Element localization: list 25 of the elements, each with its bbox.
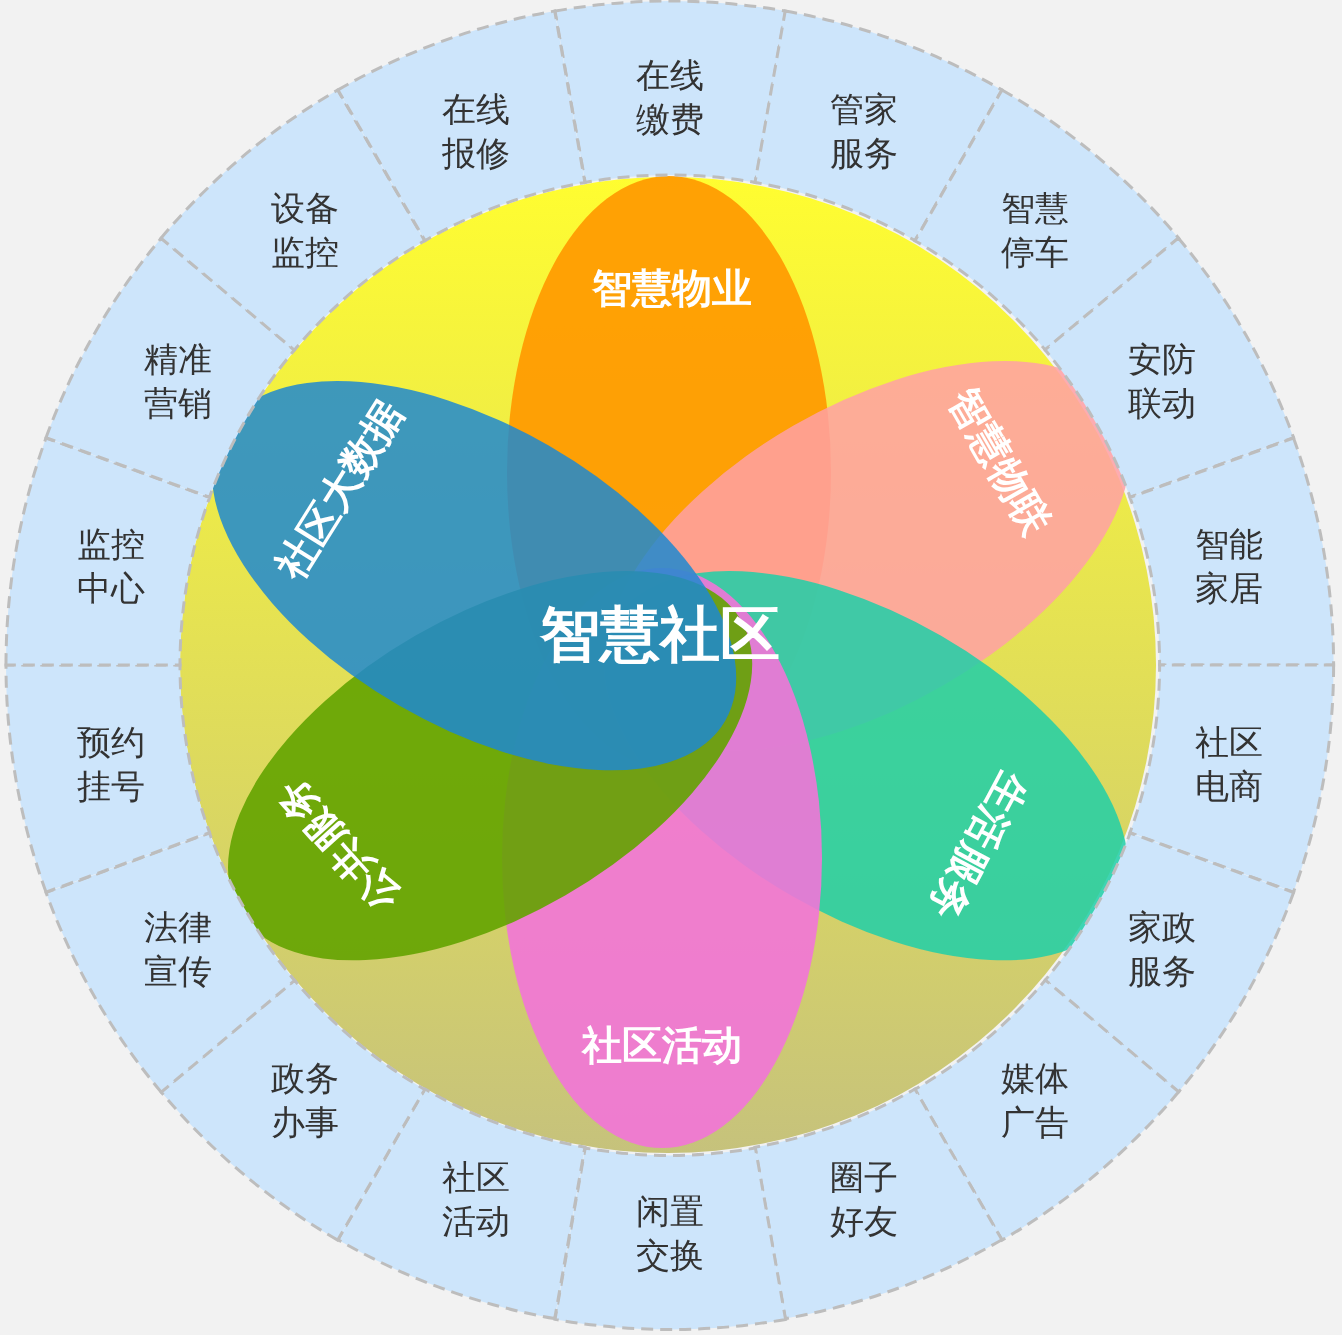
petal-label: 生活服务 xyxy=(919,763,1038,930)
center-title: 智慧社区 xyxy=(540,597,780,671)
segment-label: 在线缴费 xyxy=(635,54,705,141)
petal-label: 社区大数据 xyxy=(266,391,414,589)
segment-label: 管家服务 xyxy=(829,88,900,176)
petal-label: 智慧物业 xyxy=(592,263,752,313)
petal-label: 智慧物联 xyxy=(939,379,1062,545)
segment-label: 智能家居 xyxy=(1194,523,1265,611)
segment-label: 圈子好友 xyxy=(829,1155,900,1243)
petal-label: 社区活动 xyxy=(582,1020,742,1070)
segment-label: 智慧停车 xyxy=(1000,186,1071,274)
petal-label: 公共服务 xyxy=(266,769,410,923)
segment-label: 在线报修 xyxy=(440,88,511,176)
segment-label: 设备监控 xyxy=(269,186,340,274)
segment-label: 媒体广告 xyxy=(1000,1057,1071,1145)
segment-label: 闲置交换 xyxy=(635,1190,705,1277)
segment-label: 预约挂号 xyxy=(75,720,146,808)
segment-label: 社区活动 xyxy=(440,1155,511,1243)
segment-label: 安防联动 xyxy=(1126,338,1197,425)
segment-label: 精准营销 xyxy=(143,338,214,425)
segment-label: 监控中心 xyxy=(75,523,146,611)
segment-label: 政务办事 xyxy=(269,1057,340,1145)
segment-label: 社区电商 xyxy=(1194,720,1265,808)
segment-label: 法律宣传 xyxy=(143,906,214,993)
segment-label: 家政服务 xyxy=(1126,906,1197,993)
